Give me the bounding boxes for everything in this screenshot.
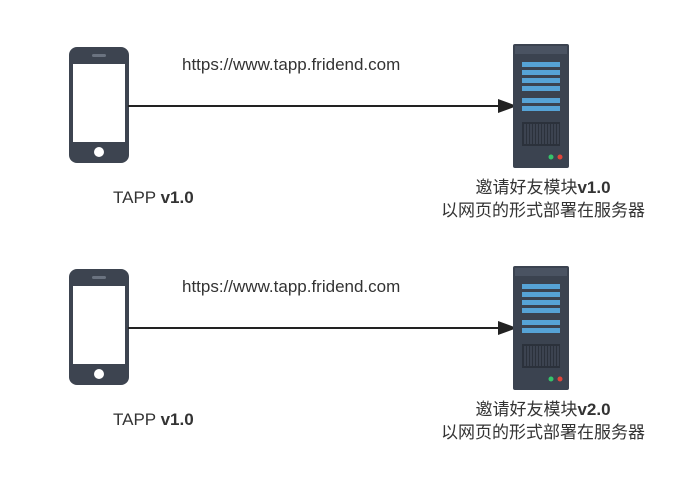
module-description: 以网页的形式部署在服务器 bbox=[441, 201, 645, 220]
module-version: v2.0 bbox=[577, 400, 611, 419]
module-label: 邀请好友模块v1.0 以网页的形式部署在服务器 bbox=[418, 176, 668, 222]
smartphone-icon bbox=[68, 268, 130, 386]
smartphone-icon bbox=[68, 46, 130, 164]
module-label: 邀请好友模块v2.0 以网页的形式部署在服务器 bbox=[418, 398, 668, 444]
request-arrow bbox=[128, 318, 518, 338]
module-name: 邀请好友模块 bbox=[475, 400, 578, 419]
module-title: 邀请好友模块v2.0 bbox=[418, 398, 668, 421]
app-name: TAPP bbox=[113, 410, 156, 429]
module-description: 以网页的形式部署在服务器 bbox=[441, 423, 645, 442]
request-url: https://www.tapp.fridend.com bbox=[182, 277, 401, 296]
module-version: v1.0 bbox=[577, 178, 611, 197]
request-arrow bbox=[128, 96, 518, 116]
server-icon bbox=[513, 266, 569, 390]
flow-row-1: https://www.tapp.fridend.com bbox=[0, 0, 699, 230]
app-version: v1.0 bbox=[160, 188, 194, 207]
app-version: v1.0 bbox=[160, 410, 194, 429]
app-name: TAPP bbox=[113, 188, 156, 207]
module-name: 邀请好友模块 bbox=[475, 178, 578, 197]
request-url: https://www.tapp.fridend.com bbox=[182, 55, 401, 74]
flow-row-2: https://www.tapp.fridend.com bbox=[0, 222, 699, 452]
server-icon bbox=[513, 44, 569, 168]
module-title: 邀请好友模块v1.0 bbox=[418, 176, 668, 199]
app-label: TAPP v1.0 bbox=[113, 188, 194, 208]
app-label: TAPP v1.0 bbox=[113, 410, 194, 430]
